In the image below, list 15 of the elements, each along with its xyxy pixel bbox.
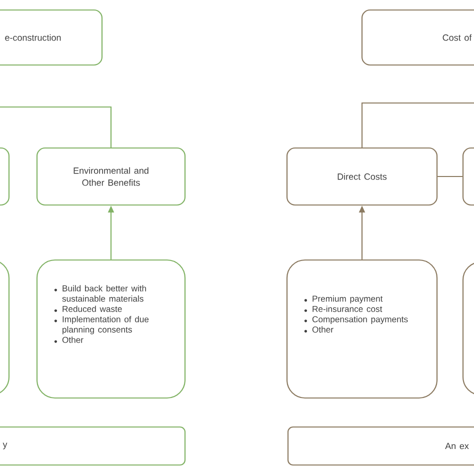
- box: [462, 261, 474, 396]
- category-box: Direct Costs: [286, 147, 438, 206]
- list-box: Premium payment Re-insurance cost Compensation payments Other: [286, 259, 438, 399]
- connector-line: [361, 102, 474, 148]
- box: [462, 147, 474, 206]
- list-box: Build back better with sustainable materials Reduced waste Implementation of due planning consents Other: [36, 259, 186, 399]
- title-box: Cost of: [361, 9, 474, 66]
- title-box: y: [0, 426, 186, 466]
- category-box: Environmental and Other Benefits: [36, 147, 186, 206]
- connector-line: [438, 176, 462, 178]
- box: [0, 259, 10, 396]
- title-box: An ex: [287, 426, 474, 466]
- connector-line: [0, 106, 112, 148]
- title-box: e-construction: [0, 9, 103, 66]
- box: [0, 147, 10, 206]
